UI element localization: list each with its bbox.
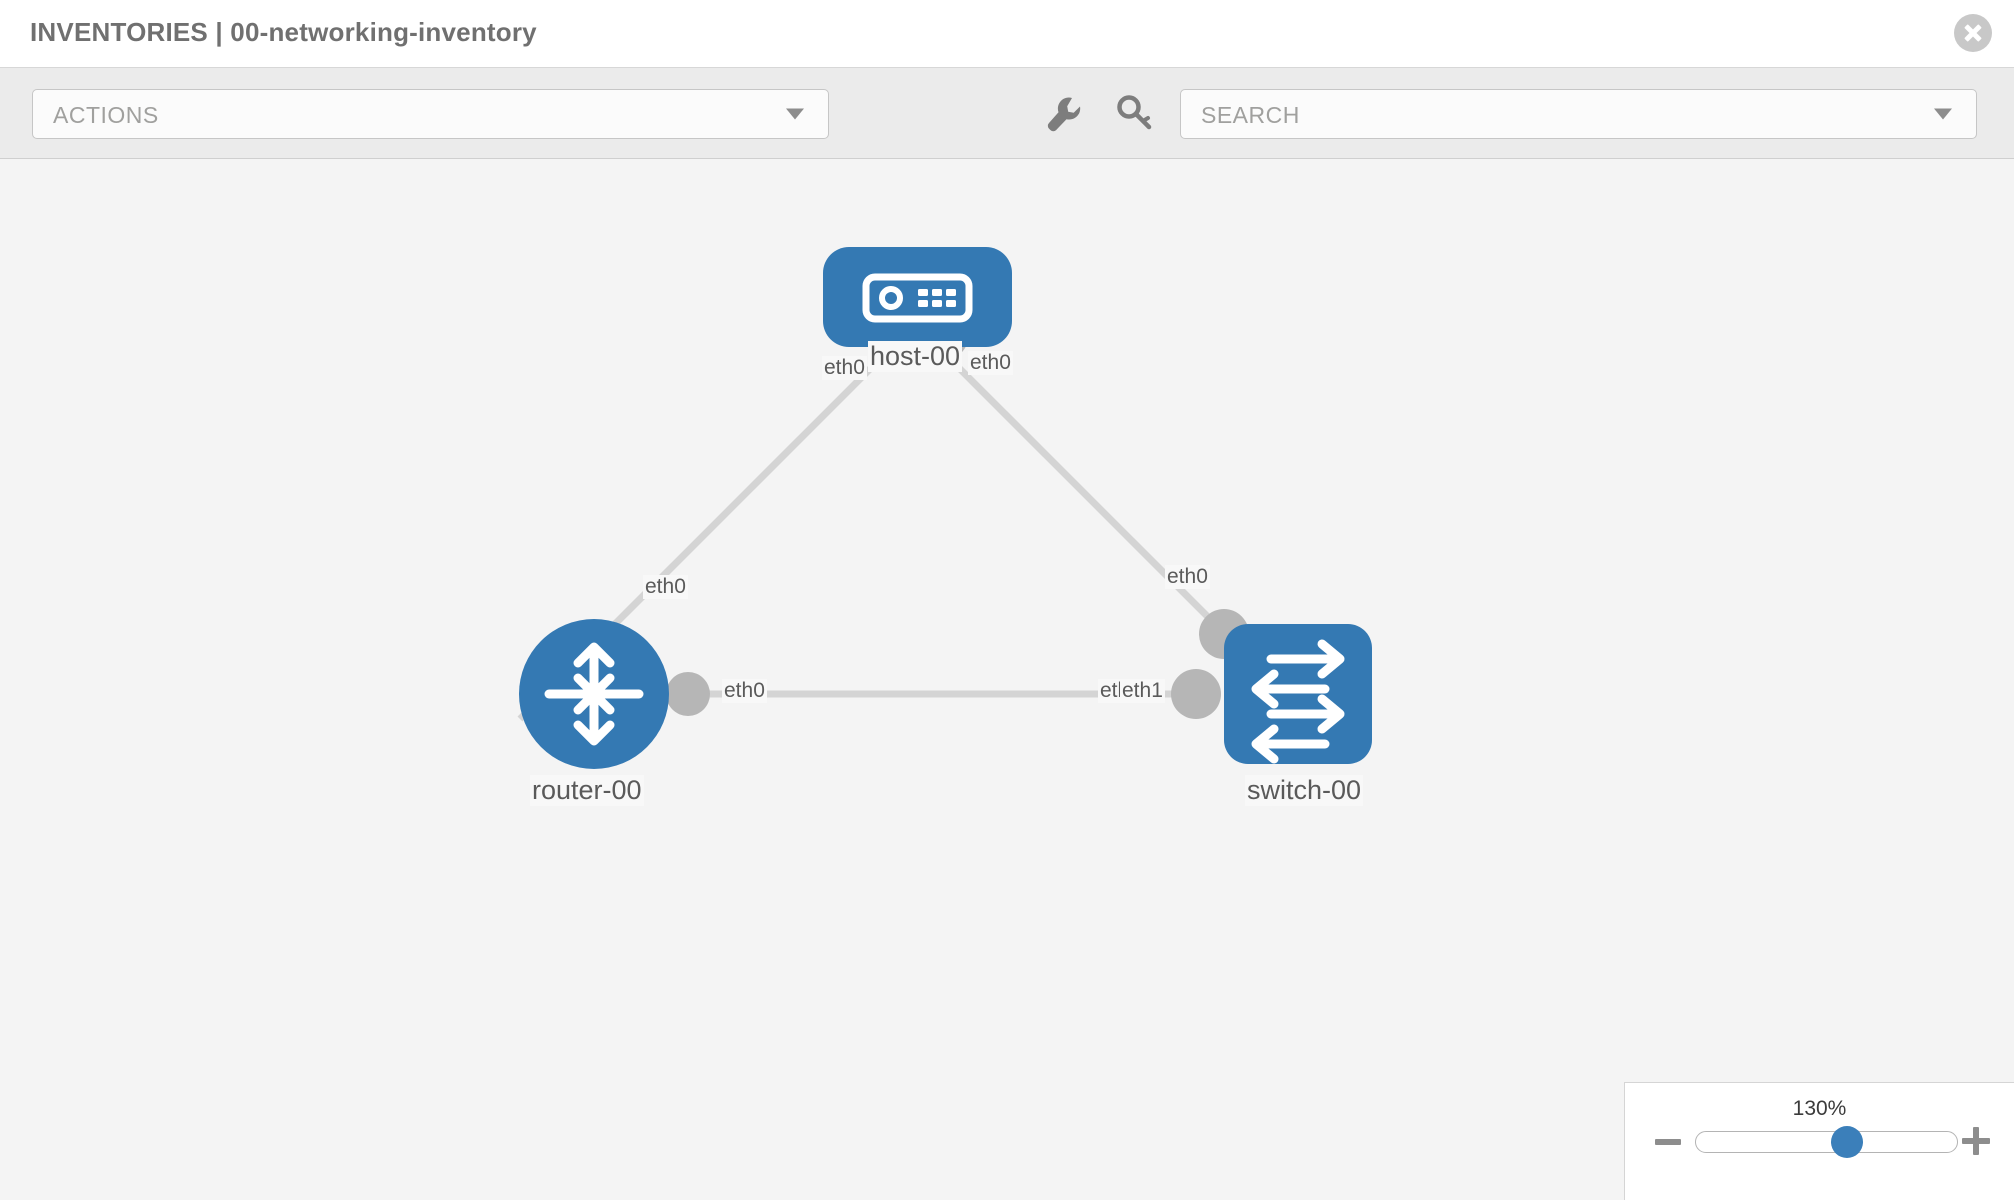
wrench-icon[interactable] — [1040, 90, 1088, 138]
edge-label-router00-eth0-uplink: eth0 — [643, 575, 688, 599]
zoom-level-value: 130% — [1792, 1097, 1847, 1120]
chevron-down-icon — [786, 108, 804, 120]
page-header: INVENTORIES | 00-networking-inventory — [0, 0, 2014, 68]
node-label-router-00: router-00 — [530, 775, 644, 806]
actions-dropdown-label: ACTIONS — [53, 102, 159, 128]
edge-label-host00-eth0-left: eth0 — [822, 356, 867, 380]
server-icon — [862, 273, 973, 323]
topology-node-host-00[interactable] — [823, 247, 1012, 347]
interface-nub-router00-eth0[interactable] — [666, 672, 710, 716]
topology-node-switch-00[interactable] — [1224, 624, 1372, 764]
edge-label-switch00-eth1: eth1 — [1120, 679, 1165, 703]
topology-graph — [517, 247, 1372, 769]
node-label-host-00: host-00 — [868, 341, 963, 372]
search-input[interactable]: SEARCH — [1180, 89, 1977, 139]
topology-toolbar: ACTIONS SEARCH — [0, 68, 2014, 159]
switch-arrows-icon — [1251, 639, 1345, 764]
edge-label-router00-eth0: eth0 — [722, 679, 767, 703]
node-label-switch-00: switch-00 — [1245, 775, 1364, 806]
link-host00-switch00[interactable] — [937, 346, 1235, 644]
zoom-out-button[interactable] — [1655, 1139, 1681, 1145]
page-title: INVENTORIES | 00-networking-inventory — [30, 17, 537, 47]
zoom-control-panel: 130% — [1624, 1082, 2014, 1200]
topology-node-router-00[interactable] — [519, 619, 669, 769]
edge-label-switch00-eth0-uplink: eth0 — [1165, 565, 1210, 589]
zoom-in-icon-vertical — [1973, 1127, 1979, 1155]
zoom-in-button[interactable] — [1962, 1127, 1990, 1155]
topology-canvas[interactable]: host-00 router-00 switch-00 eth0 eth0 et… — [0, 159, 2014, 1200]
router-arrows-icon — [544, 642, 644, 746]
zoom-slider-thumb[interactable] — [1831, 1126, 1864, 1158]
interface-nub-switch00-eth1[interactable] — [1171, 669, 1221, 719]
edge-label-host00-eth0-right: eth0 — [968, 351, 1013, 375]
chevron-down-icon[interactable] — [1934, 108, 1952, 120]
zoom-slider[interactable] — [1695, 1126, 1958, 1158]
search-placeholder: SEARCH — [1201, 102, 1300, 128]
close-icon[interactable] — [1954, 14, 1992, 52]
topology-interfaces — [666, 315, 1249, 719]
actions-dropdown[interactable]: ACTIONS — [32, 89, 829, 139]
magnifier-key-icon[interactable] — [1110, 90, 1158, 138]
